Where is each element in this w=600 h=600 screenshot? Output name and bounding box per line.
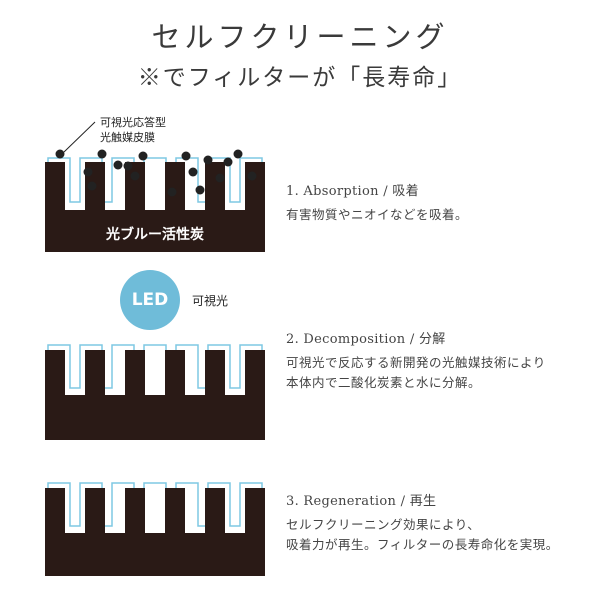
filter-diagram-regeneration: [45, 482, 265, 576]
particle: [223, 157, 233, 167]
particle: [233, 149, 243, 159]
step-title: 2. Decomposition / 分解: [286, 332, 446, 347]
step-title: 3. Regeneration / 再生: [286, 494, 437, 509]
step-regeneration: 3. Regeneration / 再生 セルフクリーニング効果により、 吸着力…: [286, 490, 586, 555]
particle: [83, 167, 93, 177]
coating-outline: [47, 482, 263, 538]
base-label: 光ブルー活性炭: [105, 226, 204, 243]
led-label: LED: [131, 290, 169, 310]
particle: [138, 151, 148, 161]
step-decomposition: 2. Decomposition / 分解 可視光で反応する新開発の光触媒技術に…: [286, 328, 586, 393]
led-icon: LED: [120, 270, 180, 330]
pollutant-particles: [55, 149, 257, 197]
carbon-body: [45, 350, 265, 440]
step-body-line: 吸着力が再生。フィルターの長寿命化を実現。: [286, 537, 559, 552]
particle: [167, 187, 177, 197]
particle: [203, 155, 213, 165]
visible-light-label: 可視光: [192, 294, 229, 308]
step-body-line: 可視光で反応する新開発の光触媒技術により: [286, 355, 546, 370]
page-title: セルフクリーニング: [151, 20, 449, 54]
particle: [188, 167, 198, 177]
step-body-line: 本体内で二酸化炭素と水に分解。: [286, 375, 482, 390]
carbon-body: [45, 488, 265, 576]
particle: [130, 171, 140, 181]
particle: [97, 149, 107, 159]
filter-diagram-decomposition: [45, 344, 265, 440]
callout-line: [63, 121, 96, 153]
coating-outline: [47, 344, 263, 400]
filter-diagram-absorption: 光ブルー活性炭: [45, 121, 265, 252]
step-body-line: 有害物質やニオイなどを吸着。: [286, 207, 469, 222]
particle: [87, 181, 97, 191]
step-body-line: セルフクリーニング効果により、: [286, 517, 481, 532]
particle: [215, 173, 225, 183]
step-title: 1. Absorption / 吸着: [286, 184, 419, 199]
particle: [195, 185, 205, 195]
carbon-body: [45, 162, 265, 252]
coating-outline: [47, 157, 263, 205]
page-subtitle: ※でフィルターが「長寿命」: [137, 65, 463, 91]
step-absorption: 1. Absorption / 吸着 有害物質やニオイなどを吸着。: [286, 180, 586, 225]
particle: [55, 149, 65, 159]
particle: [247, 171, 257, 181]
particle: [181, 151, 191, 161]
callout-label-line1: 可視光応答型: [100, 116, 166, 129]
particle: [123, 161, 133, 171]
particle: [113, 160, 123, 170]
callout-label-line2: 光触媒皮膜: [100, 131, 155, 144]
